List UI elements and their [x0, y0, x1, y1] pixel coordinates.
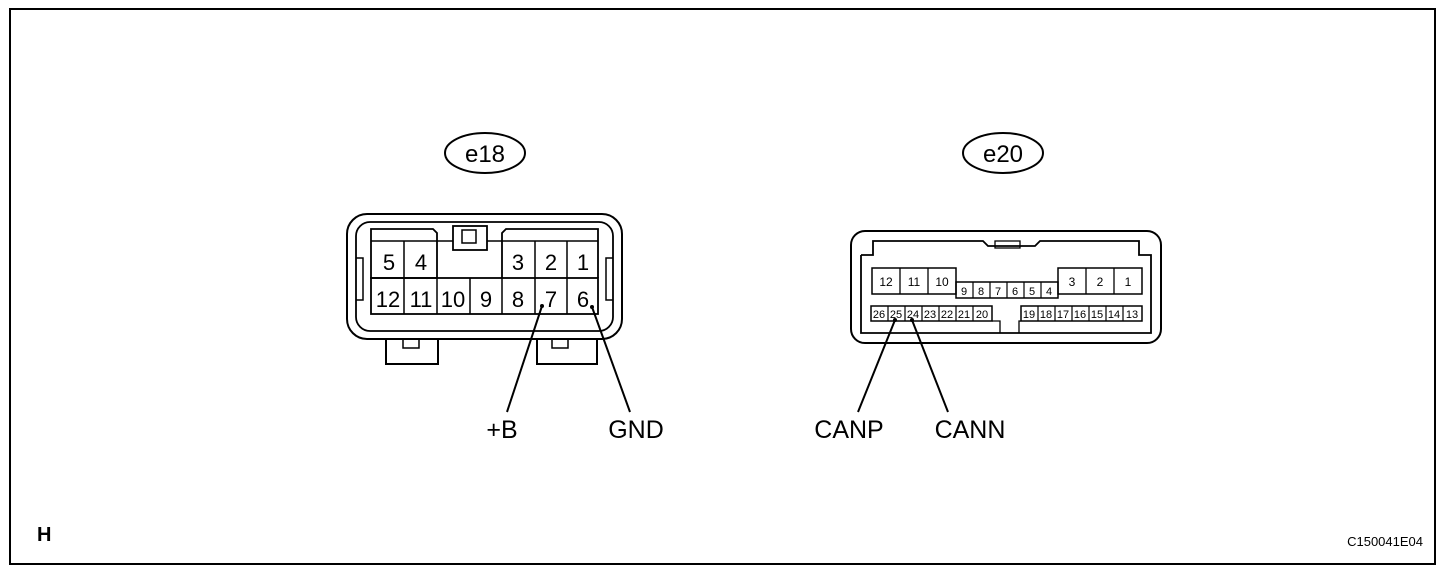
pin-label: 5 [383, 250, 395, 275]
pin-label: 1 [1125, 275, 1132, 289]
connector-housing-outer [850, 230, 1162, 344]
leader-line [911, 319, 949, 413]
pin-label: 25 [890, 309, 902, 321]
leader-line [857, 319, 896, 413]
pin-label: 10 [441, 287, 465, 312]
pin-label: 22 [941, 309, 953, 321]
connector-id-bubble [444, 132, 526, 174]
pin-label: 8 [512, 287, 524, 312]
pin-label: 4 [415, 250, 427, 275]
pin-label: 11 [908, 275, 921, 289]
pin-label: 13 [1126, 309, 1138, 321]
pin-label: 12 [879, 275, 893, 289]
signal-label: CANP [814, 416, 883, 444]
pin-label: 17 [1057, 309, 1069, 321]
connector-id-bubble [962, 132, 1044, 174]
keyway-window [461, 229, 477, 244]
pin-label: 2 [1097, 275, 1104, 289]
pin-label: 18 [1040, 309, 1052, 321]
pin-label: 11 [410, 287, 433, 312]
pin-label: 16 [1074, 309, 1086, 321]
connector-housing-inner [860, 240, 1152, 334]
pin-label: 6 [1012, 286, 1018, 298]
connector-housing-inner [355, 221, 614, 332]
figure-code: C150041E04 [1347, 534, 1423, 549]
pin-label: 24 [907, 309, 919, 321]
pin-label: 12 [376, 287, 400, 312]
signal-label: CANN [935, 416, 1006, 444]
pin-label: 23 [924, 309, 936, 321]
latch-tab-left [385, 335, 439, 365]
pin-label: 9 [480, 287, 492, 312]
pin-label: 20 [976, 309, 988, 321]
latch-tab-right [536, 335, 598, 365]
pin-label: 21 [958, 309, 970, 321]
pin-label: 15 [1091, 309, 1103, 321]
pin-label: 10 [935, 275, 949, 289]
connector-e18: e18 5 4 3 [346, 132, 664, 444]
pin-label: 3 [512, 250, 524, 275]
connector-id-label: e18 [465, 141, 505, 168]
pin-label: 14 [1108, 309, 1120, 321]
pin-label: 6 [577, 287, 589, 312]
pin-label: 5 [1029, 286, 1035, 298]
leader-line [506, 305, 543, 413]
figure-frame [9, 8, 1436, 565]
pin-label: 4 [1046, 286, 1052, 298]
pin-label: 2 [545, 250, 557, 275]
connector-housing-outer [346, 213, 623, 340]
corner-letter: H [37, 524, 51, 546]
signal-label: GND [608, 416, 664, 444]
pin-label: 19 [1023, 309, 1035, 321]
pin-label: 3 [1069, 275, 1076, 289]
pin-label: 26 [873, 309, 885, 321]
leader-line [591, 306, 631, 413]
pin-label: 8 [978, 286, 984, 298]
connector-e20: e20 12 11 [814, 132, 1162, 444]
pin-label: 9 [961, 286, 967, 298]
pin-label: 1 [577, 250, 589, 275]
pin-label: 7 [545, 287, 557, 312]
pin-label: 7 [995, 286, 1001, 298]
connector-id-label: e20 [983, 141, 1023, 168]
signal-label: +B [486, 416, 517, 444]
